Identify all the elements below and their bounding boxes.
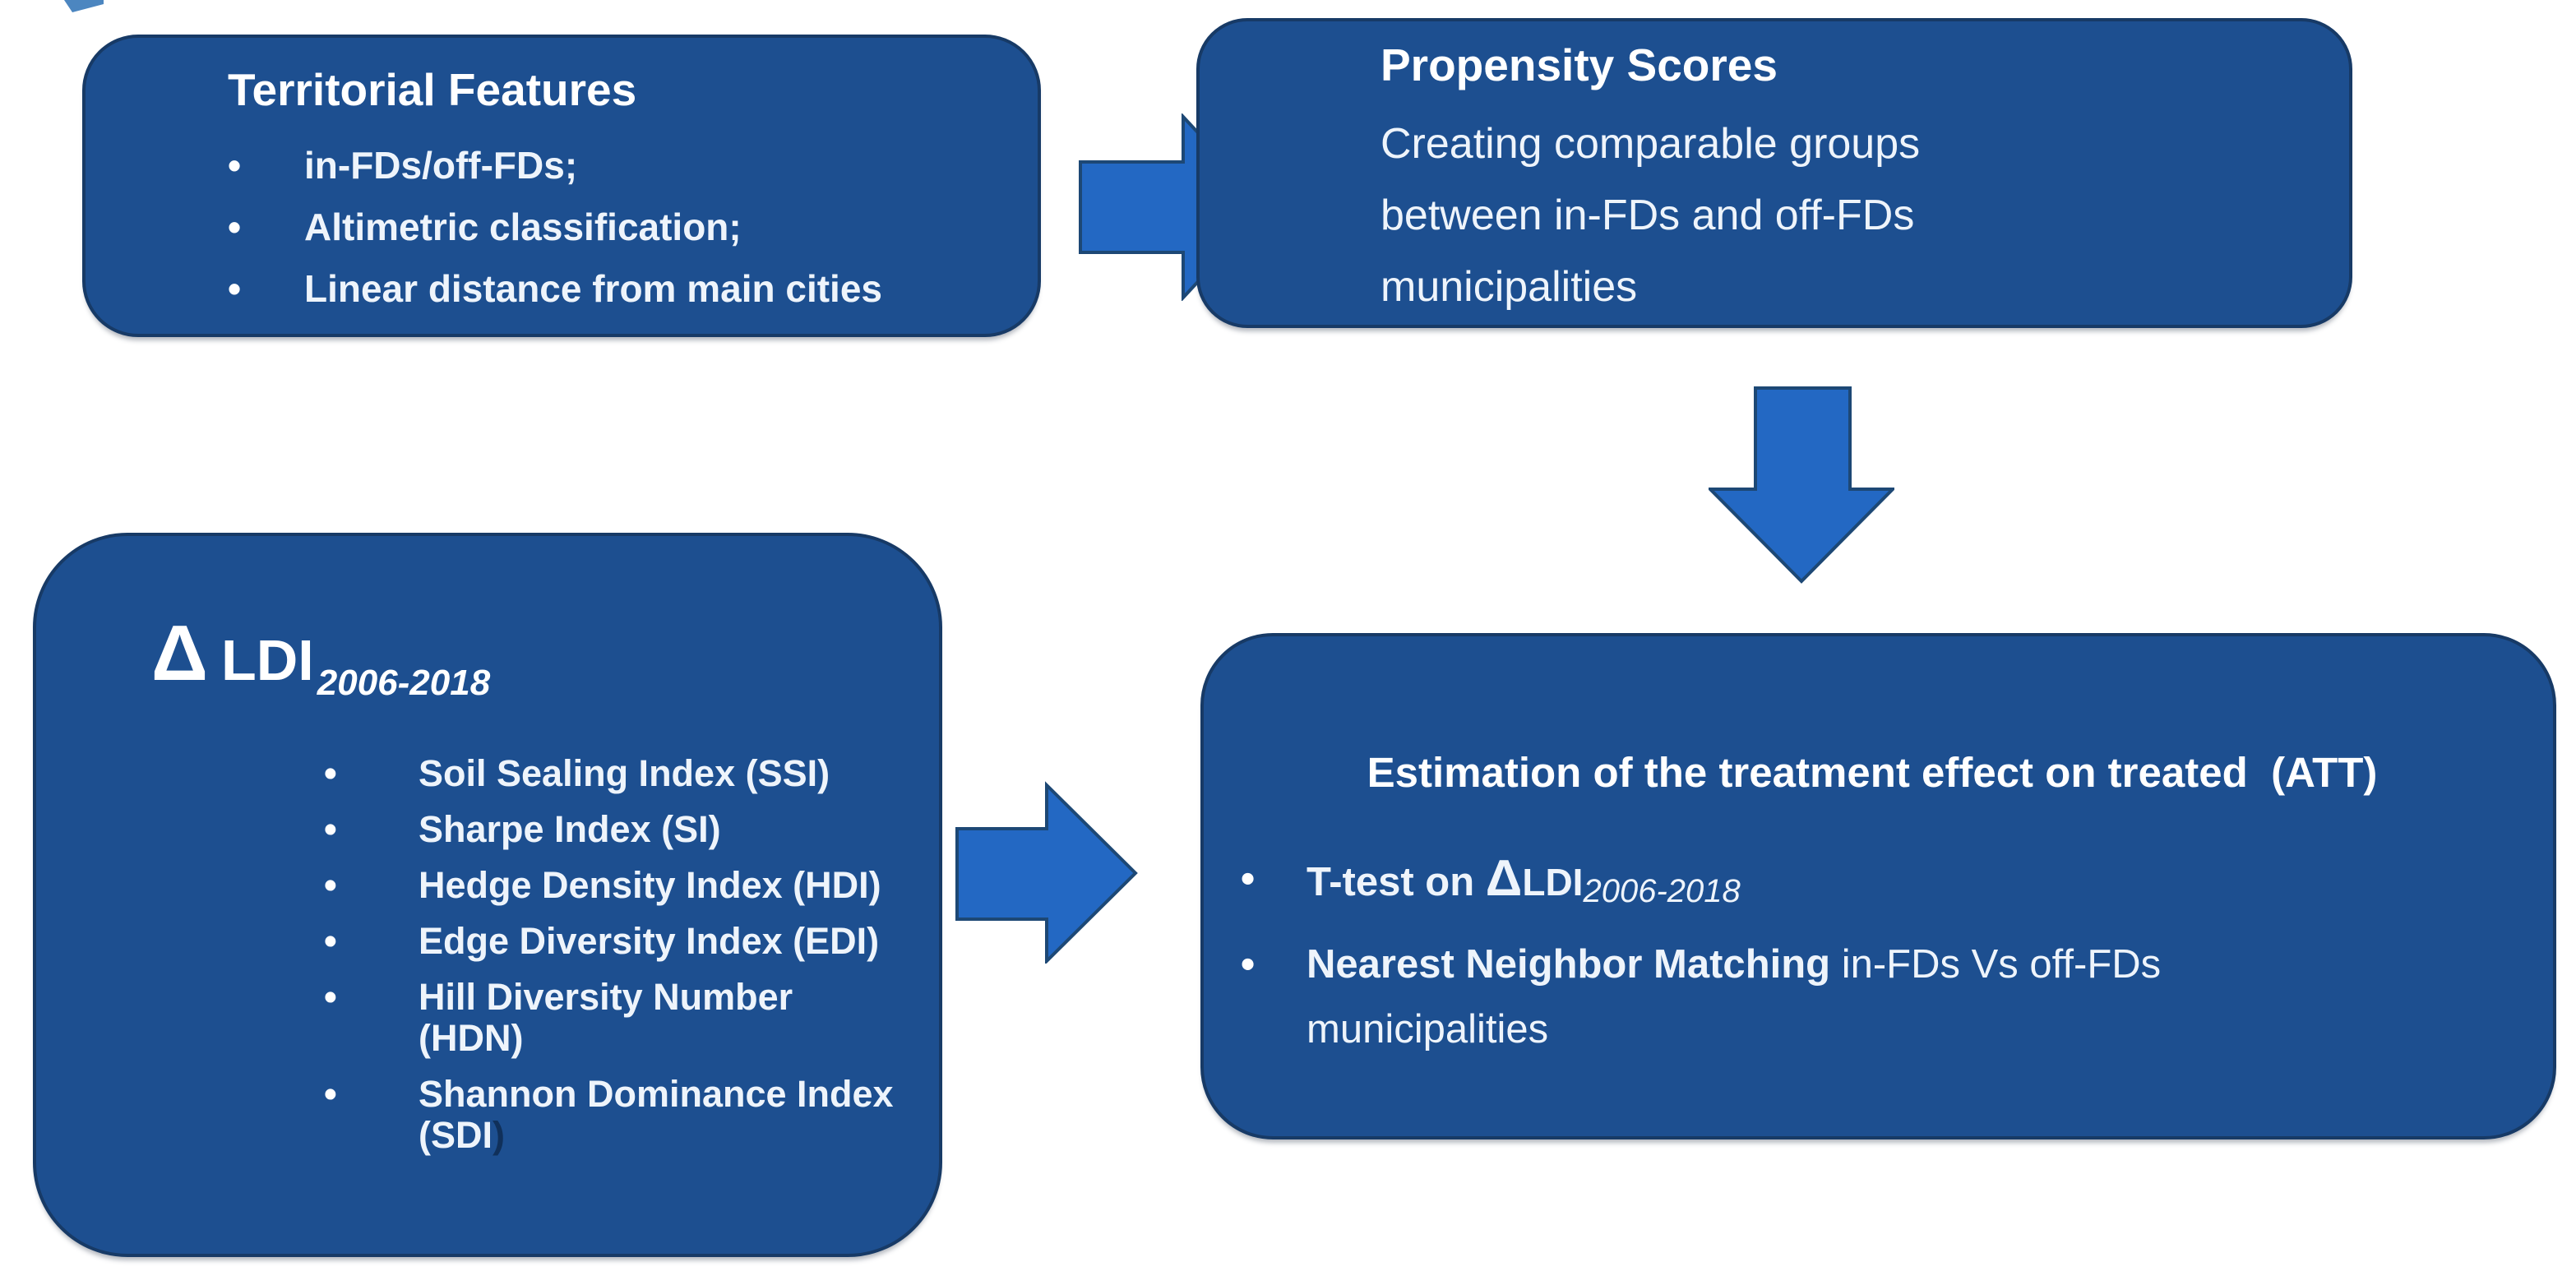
list-item: Shannon Dominance Index(SDI) bbox=[324, 1074, 914, 1156]
bullet-text: Shannon Dominance Index bbox=[419, 1073, 894, 1115]
delta-symbol: Δ bbox=[151, 609, 208, 697]
propensity-body-line: Creating comparable groups bbox=[1380, 120, 1921, 168]
territorial-features-title: Territorial Features bbox=[228, 64, 637, 115]
bullet-text-wrap: (SDI) bbox=[419, 1115, 914, 1156]
list-item: Sharpe Index (SI) bbox=[324, 808, 914, 851]
list-item: Altimetric classification; bbox=[228, 205, 1005, 250]
delta-symbol: Δ bbox=[1485, 850, 1523, 907]
sdi-dark-paren: ) bbox=[493, 1114, 505, 1156]
bullet-text-wrap: (HDN) bbox=[419, 1017, 524, 1059]
list-item: in-FDs/off-FDs; bbox=[228, 143, 1005, 188]
ldi-label: LDI bbox=[221, 628, 314, 692]
list-item: Nearest Neighbor Matching in-FDs Vs off-… bbox=[1241, 939, 2504, 1054]
att-estimation-title: Estimation of the treatment effect on tr… bbox=[1367, 749, 2378, 796]
nnm-bold-text: Nearest Neighbor Matching bbox=[1306, 942, 1831, 987]
list-item: Edge Diversity Index (EDI) bbox=[324, 920, 914, 963]
territorial-features-list: in-FDs/off-FDs; Altimetric classificatio… bbox=[228, 143, 1005, 312]
ldi-subscript-years: 2006-2018 bbox=[317, 663, 491, 703]
sdi-abbrev: (SDI bbox=[419, 1114, 493, 1156]
ttest-prefix: T-test on bbox=[1306, 860, 1486, 904]
list-item: T-test on ΔLDI2006-2018 bbox=[1241, 853, 2504, 910]
bullet-text: Hedge Density Index (HDI) bbox=[419, 864, 881, 906]
ldi-indices-list: Soil Sealing Index (SSI) Sharpe Index (S… bbox=[324, 753, 914, 1156]
ldi-subscript-years: 2006-2018 bbox=[1583, 873, 1741, 909]
territorial-features-box: Territorial Features in-FDs/off-FDs; Alt… bbox=[82, 35, 1041, 337]
block-arrow-down-icon bbox=[1709, 386, 1894, 584]
att-list: T-test on ΔLDI2006-2018 Nearest Neighbor… bbox=[1241, 853, 2504, 1054]
propensity-scores-title: Propensity Scores bbox=[1380, 39, 1778, 90]
nnm-regular-text: in-FDs Vs off-FDs bbox=[1830, 942, 2162, 987]
propensity-scores-box: Propensity Scores Creating comparable gr… bbox=[1196, 18, 2352, 328]
bullet-text: Hill Diversity Number bbox=[419, 976, 793, 1018]
ldi-label: LDI bbox=[1522, 861, 1584, 904]
list-item: Hedge Density Index (HDI) bbox=[324, 864, 914, 907]
list-item: Hill Diversity Number(HDN) bbox=[324, 977, 914, 1059]
att-estimation-box: Estimation of the treatment effect on tr… bbox=[1200, 633, 2556, 1139]
bullet-text: Sharpe Index (SI) bbox=[419, 808, 721, 850]
block-arrow-right-icon bbox=[955, 781, 1138, 964]
bullet-text: Edge Diversity Index (EDI) bbox=[419, 920, 880, 962]
ldi-indices-box: ΔLDI2006-2018 Soil Sealing Index (SSI) S… bbox=[33, 533, 942, 1257]
bullet-text: Soil Sealing Index (SSI) bbox=[419, 752, 830, 794]
cropped-shape-remnant bbox=[64, 0, 104, 12]
list-item: Soil Sealing Index (SSI) bbox=[324, 752, 914, 795]
nnm-wrap-line: municipalities bbox=[1306, 1007, 1549, 1052]
list-item: Linear distance from main cities bbox=[228, 266, 1005, 312]
propensity-body-line: municipalities bbox=[1380, 263, 1638, 311]
propensity-body-line: between in-FDs and off-FDs bbox=[1380, 192, 1915, 239]
